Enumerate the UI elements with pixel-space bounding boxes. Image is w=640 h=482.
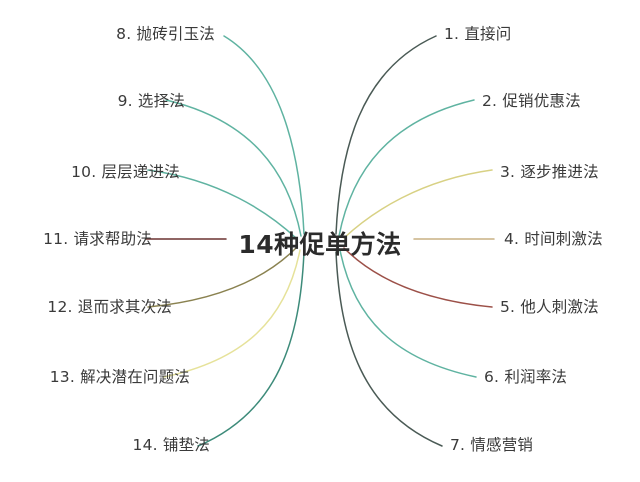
center-node-title: 14种促单方法 xyxy=(238,230,402,259)
branch-label-2[interactable]: 2. 促销优惠法 xyxy=(482,92,581,110)
branch-curve-12 xyxy=(147,247,297,308)
branch-curve-13 xyxy=(163,249,301,378)
branch-label-6[interactable]: 6. 利润率法 xyxy=(484,368,568,386)
branch-curve-5 xyxy=(343,247,493,308)
branch-curve-1 xyxy=(335,35,437,235)
branch-curve-3 xyxy=(343,169,493,239)
branch-curve-14 xyxy=(197,251,305,447)
branch-label-9[interactable]: 9. 选择法 xyxy=(117,92,185,110)
branch-label-8[interactable]: 8. 抛砖引玉法 xyxy=(116,25,215,43)
branch-label-10[interactable]: 10. 层层递进法 xyxy=(71,163,180,181)
branch-curve-6 xyxy=(339,249,477,378)
branch-curve-7 xyxy=(335,251,443,447)
branch-label-14[interactable]: 14. 铺垫法 xyxy=(132,436,210,454)
branch-curve-10 xyxy=(147,169,297,239)
branch-label-11[interactable]: 11. 请求帮助法 xyxy=(43,230,152,248)
branch-label-12[interactable]: 12. 退而求其次法 xyxy=(47,298,172,316)
branch-label-1[interactable]: 1. 直接问 xyxy=(444,25,512,43)
branch-label-3[interactable]: 3. 逐步推进法 xyxy=(500,163,599,181)
branch-label-13[interactable]: 13. 解决潜在问题法 xyxy=(49,368,190,386)
branch-label-7[interactable]: 7. 情感营销 xyxy=(450,436,534,454)
branch-label-5[interactable]: 5. 他人刺激法 xyxy=(500,298,599,316)
branch-curve-8 xyxy=(223,35,305,235)
branch-label-4[interactable]: 4. 时间刺激法 xyxy=(504,230,603,248)
branch-curve-9 xyxy=(165,99,302,237)
branch-curve-2 xyxy=(338,99,475,237)
